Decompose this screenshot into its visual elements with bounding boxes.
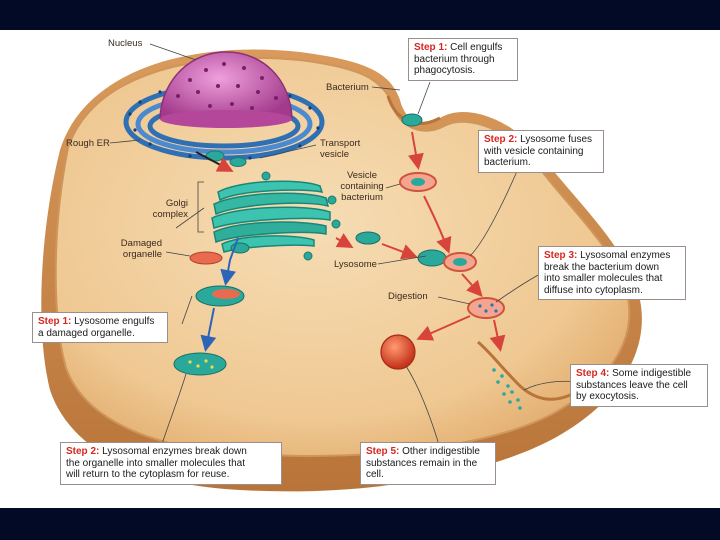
callout-phagocytosis-step-2: Step 2: Lysosome fuses with vesicle cont… (478, 130, 604, 173)
breakdown-lysosome (173, 352, 227, 376)
callout-line: substances leave the cell (576, 379, 688, 391)
callout-phagocytosis-step-3: Step 3: Lysosomal enzymes break the bact… (538, 246, 686, 300)
label-nucleus: Nucleus (108, 38, 143, 49)
bacterium (401, 113, 423, 127)
step-number: Step 2: (484, 134, 518, 145)
label-damaged-line: Damaged (120, 238, 162, 249)
label-lysosome: Lysosome (334, 259, 377, 270)
arrow-golgi-to-damaged (220, 237, 239, 286)
callout-line: a damaged organelle. (38, 327, 135, 339)
golgi-vesicles (261, 171, 341, 261)
callout-line: into smaller molecules that (544, 273, 663, 284)
label-vesicle-containing-bacterium: Vesicle containing bacterium (330, 170, 394, 203)
step-number: Step 3: (544, 250, 578, 261)
fusion-vesicle-inner (453, 258, 467, 266)
callout-autophagy-step-2: Step 2: Lysosomal enzymes break down the… (60, 442, 282, 485)
nucleus-rim (160, 110, 292, 128)
exocytosis-particles (492, 368, 522, 410)
label-vesicle-line: Vesicle (346, 170, 378, 181)
callout-phagocytosis-step-5: Step 5: Other indigestible substances re… (360, 442, 496, 485)
label-rough-er: Rough ER (66, 138, 110, 149)
arrow-engulf-to-breakdown (200, 307, 217, 352)
label-vesicle-line: bacterium (341, 192, 383, 203)
label-golgi-line: complex (152, 209, 188, 220)
callout-line: phagocytosis. (414, 65, 476, 76)
callout-line: will return to the cytoplasm for reuse. (66, 469, 230, 480)
label-damaged-organelle: Damaged organelle (100, 238, 162, 260)
label-transport-vesicle-line: vesicle (320, 149, 350, 160)
step-number: Step 5: (366, 446, 400, 457)
callout-phagocytosis-step-1: Step 1: Cell engulfs bacterium through p… (408, 38, 518, 81)
callout-phagocytosis-step-4: Step 4: Some indigestible substances lea… (570, 364, 708, 407)
callout-line: diffuse into cytoplasm. (544, 284, 643, 296)
exocytosis-indent (477, 340, 581, 401)
label-golgi-complex: Golgi complex (140, 198, 188, 220)
engulfed-organelle-inner (212, 289, 240, 299)
callout-line: cell. (366, 469, 384, 480)
label-golgi-line: Golgi (165, 198, 188, 209)
er-ribosomes (128, 90, 320, 160)
label-damaged-line: organelle (122, 249, 162, 260)
label-vesicle-line: containing (340, 181, 384, 192)
step-number: Step 1: (414, 42, 448, 53)
label-bacterium: Bacterium (326, 82, 369, 93)
arrow-golgi-to-lysosome (335, 233, 354, 248)
callout-line: substances remain in the (366, 457, 478, 469)
label-transport-vesicle: Transport vesicle (320, 138, 360, 160)
callout-line: Lysosome fuses (520, 134, 593, 145)
callout-line: Lysosomal enzymes (580, 250, 671, 261)
arrow-fusion-to-digestion (461, 273, 483, 297)
residual-body (380, 334, 416, 370)
diagram-panel: Nucleus Rough ER Bacterium Transport ves… (0, 30, 720, 508)
label-transport-vesicle-line: Transport (320, 138, 361, 149)
lysosome-free (355, 231, 381, 245)
callout-line: Cell engulfs (450, 42, 503, 53)
callout-line: Lysosome engulfs (74, 316, 155, 327)
digestion-vesicle (467, 297, 505, 319)
breakdown-fragments (188, 359, 214, 369)
arrow-vesicle-to-fusion (423, 195, 452, 254)
arrow-digestion-to-exocytosis (489, 319, 506, 352)
callout-line: with vesicle containing (484, 145, 584, 157)
label-digestion: Digestion (388, 291, 428, 302)
step-number: Step 2: (66, 446, 100, 457)
callout-autophagy-step-1: Step 1: Lysosome engulfs a damaged organ… (32, 312, 168, 343)
callout-line: Other indigestible (402, 446, 480, 457)
callout-line: by exocytosis. (576, 391, 639, 402)
callout-line: Some indigestible (612, 368, 692, 379)
digestion-fragments (478, 303, 498, 313)
callout-line: the organelle into smaller molecules tha… (66, 457, 245, 469)
arrow-lysosome-to-fusion (381, 243, 418, 260)
nuclear-pores (176, 62, 278, 110)
damaged-organelle (189, 251, 223, 265)
step-number: Step 1: (38, 316, 72, 327)
arrow-digestion-to-residue (416, 315, 471, 341)
step-number: Step 4: (576, 368, 610, 379)
callout-line: break the bacterium down (544, 261, 660, 273)
callout-line: bacterium. (484, 157, 531, 168)
vesicle-inner-bacterium (411, 178, 425, 186)
callout-line: Lysosomal enzymes break down (102, 446, 247, 457)
arrow-er-to-golgi (195, 151, 234, 172)
arrow-bacterium-down (408, 131, 424, 170)
lysosome-fusing (417, 249, 447, 267)
callout-line: bacterium through (414, 53, 495, 65)
